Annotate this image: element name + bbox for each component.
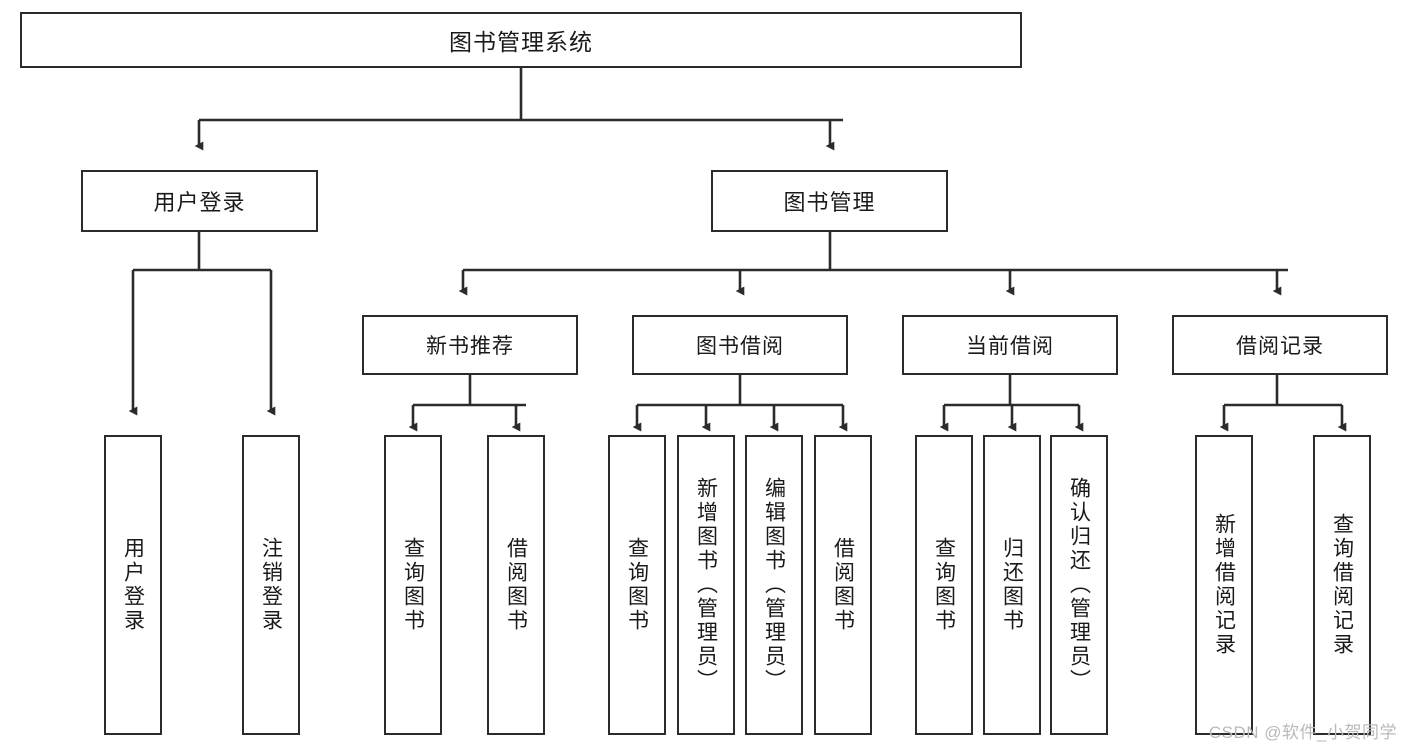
leaf-current-borrow-query-book[interactable]: 查询图书: [915, 435, 973, 735]
leaf-borrow-records-query-record[interactable]: 查询借阅记录: [1313, 435, 1371, 735]
node-root[interactable]: 图书管理系统: [20, 12, 1022, 68]
node-book-management[interactable]: 图书管理: [711, 170, 948, 232]
node-current-borrow[interactable]: 当前借阅: [902, 315, 1118, 375]
leaf-current-borrow-return-book[interactable]: 归还图书: [983, 435, 1041, 735]
leaf-book-borrow-add-book-admin[interactable]: 新增图书（管理员）: [677, 435, 735, 735]
leaf-new-books-query-book[interactable]: 查询图书: [384, 435, 442, 735]
leaf-new-books-borrow-book[interactable]: 借阅图书: [487, 435, 545, 735]
leaf-label: 注销登录: [259, 537, 283, 633]
node-current-borrow-label: 当前借阅: [966, 335, 1054, 358]
leaf-label: 确认归还（管理员）: [1067, 477, 1091, 693]
node-book-borrow-label: 图书借阅: [696, 335, 784, 358]
leaf-label: 新增借阅记录: [1212, 513, 1236, 657]
leaf-label: 查询图书: [401, 537, 425, 633]
leaf-current-borrow-confirm-return-admin[interactable]: 确认归还（管理员）: [1050, 435, 1108, 735]
leaf-label: 用户登录: [121, 537, 145, 633]
leaf-label: 编辑图书（管理员）: [762, 477, 786, 693]
node-borrow-records[interactable]: 借阅记录: [1172, 315, 1388, 375]
node-book-management-label: 图书管理: [783, 190, 876, 215]
leaf-user-login-logout[interactable]: 注销登录: [242, 435, 300, 735]
leaf-book-borrow-query-book[interactable]: 查询图书: [608, 435, 666, 735]
leaf-borrow-records-add-record[interactable]: 新增借阅记录: [1195, 435, 1253, 735]
leaf-label: 查询借阅记录: [1330, 513, 1354, 657]
leaf-user-login-login[interactable]: 用户登录: [104, 435, 162, 735]
leaf-label: 新增图书（管理员）: [694, 477, 718, 693]
leaf-label: 借阅图书: [831, 537, 855, 633]
node-borrow-records-label: 借阅记录: [1236, 335, 1324, 358]
node-book-borrow[interactable]: 图书借阅: [632, 315, 848, 375]
leaf-book-borrow-edit-book-admin[interactable]: 编辑图书（管理员）: [745, 435, 803, 735]
leaf-label: 借阅图书: [504, 537, 528, 633]
node-new-book-recommend[interactable]: 新书推荐: [362, 315, 578, 375]
node-user-login-label: 用户登录: [153, 190, 246, 215]
leaf-label: 归还图书: [1000, 537, 1024, 633]
node-root-label: 图书管理系统: [449, 29, 593, 55]
leaf-label: 查询图书: [625, 537, 649, 633]
leaf-book-borrow-borrow-book[interactable]: 借阅图书: [814, 435, 872, 735]
node-new-book-recommend-label: 新书推荐: [426, 335, 514, 358]
node-user-login[interactable]: 用户登录: [81, 170, 318, 232]
leaf-label: 查询图书: [932, 537, 956, 633]
